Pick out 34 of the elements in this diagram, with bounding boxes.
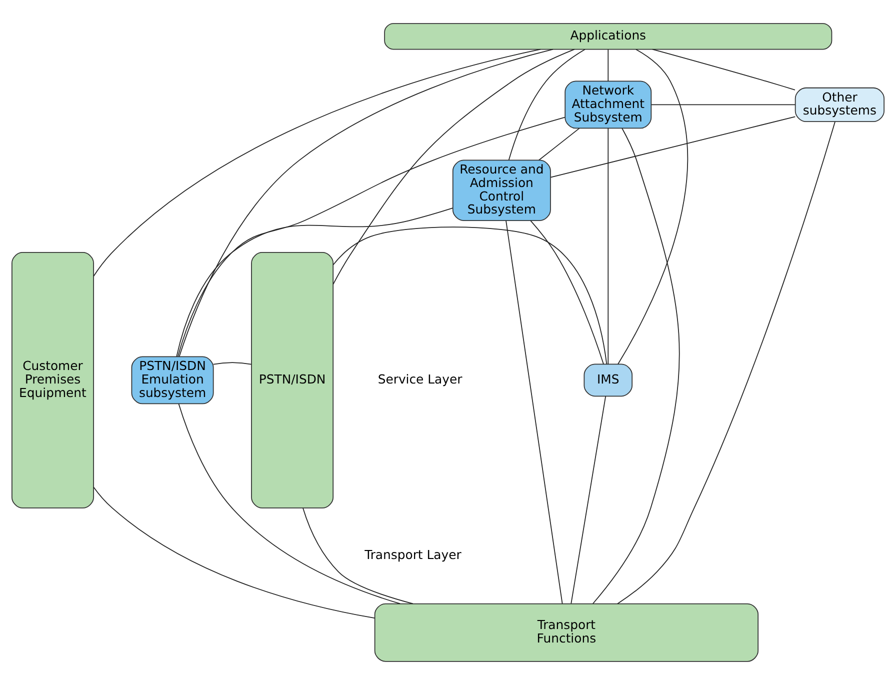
- connector: [592, 127, 680, 604]
- connector: [617, 120, 836, 604]
- node-box: Other subsystems: [794, 86, 884, 122]
- connector: [302, 507, 414, 604]
- node-box: IMS: [584, 363, 633, 396]
- connector: [176, 207, 454, 356]
- connector: [178, 48, 554, 356]
- connector: [530, 220, 604, 364]
- connector: [570, 395, 606, 604]
- node-box: PSTN/ISDN: [251, 252, 334, 508]
- connector: [508, 48, 586, 160]
- connector: [618, 48, 688, 364]
- node-box: Transport Functions: [374, 602, 759, 662]
- connector: [608, 127, 609, 364]
- connector: [506, 220, 563, 604]
- connector: [550, 116, 796, 178]
- node-box: Customer Premises Equipment: [12, 252, 94, 508]
- connector: [608, 48, 609, 82]
- connector: [332, 226, 608, 364]
- node-box: PSTN/ISDN Emulation subsystem: [131, 356, 214, 404]
- node-box: Resource and Admission Control Subsystem: [452, 159, 551, 220]
- connector: [178, 402, 401, 604]
- connector: [650, 104, 796, 105]
- connector: [177, 116, 566, 356]
- connector: [93, 486, 376, 618]
- node-box: Network Attachment Subsystem: [564, 80, 652, 128]
- label: Transport Layer: [364, 546, 462, 562]
- connector: [538, 127, 580, 160]
- label: Service Layer: [378, 370, 462, 386]
- connector: [652, 48, 796, 90]
- connector: [332, 48, 575, 284]
- connector: [93, 48, 541, 276]
- connector: [213, 362, 252, 364]
- node-box: Applications: [384, 22, 832, 50]
